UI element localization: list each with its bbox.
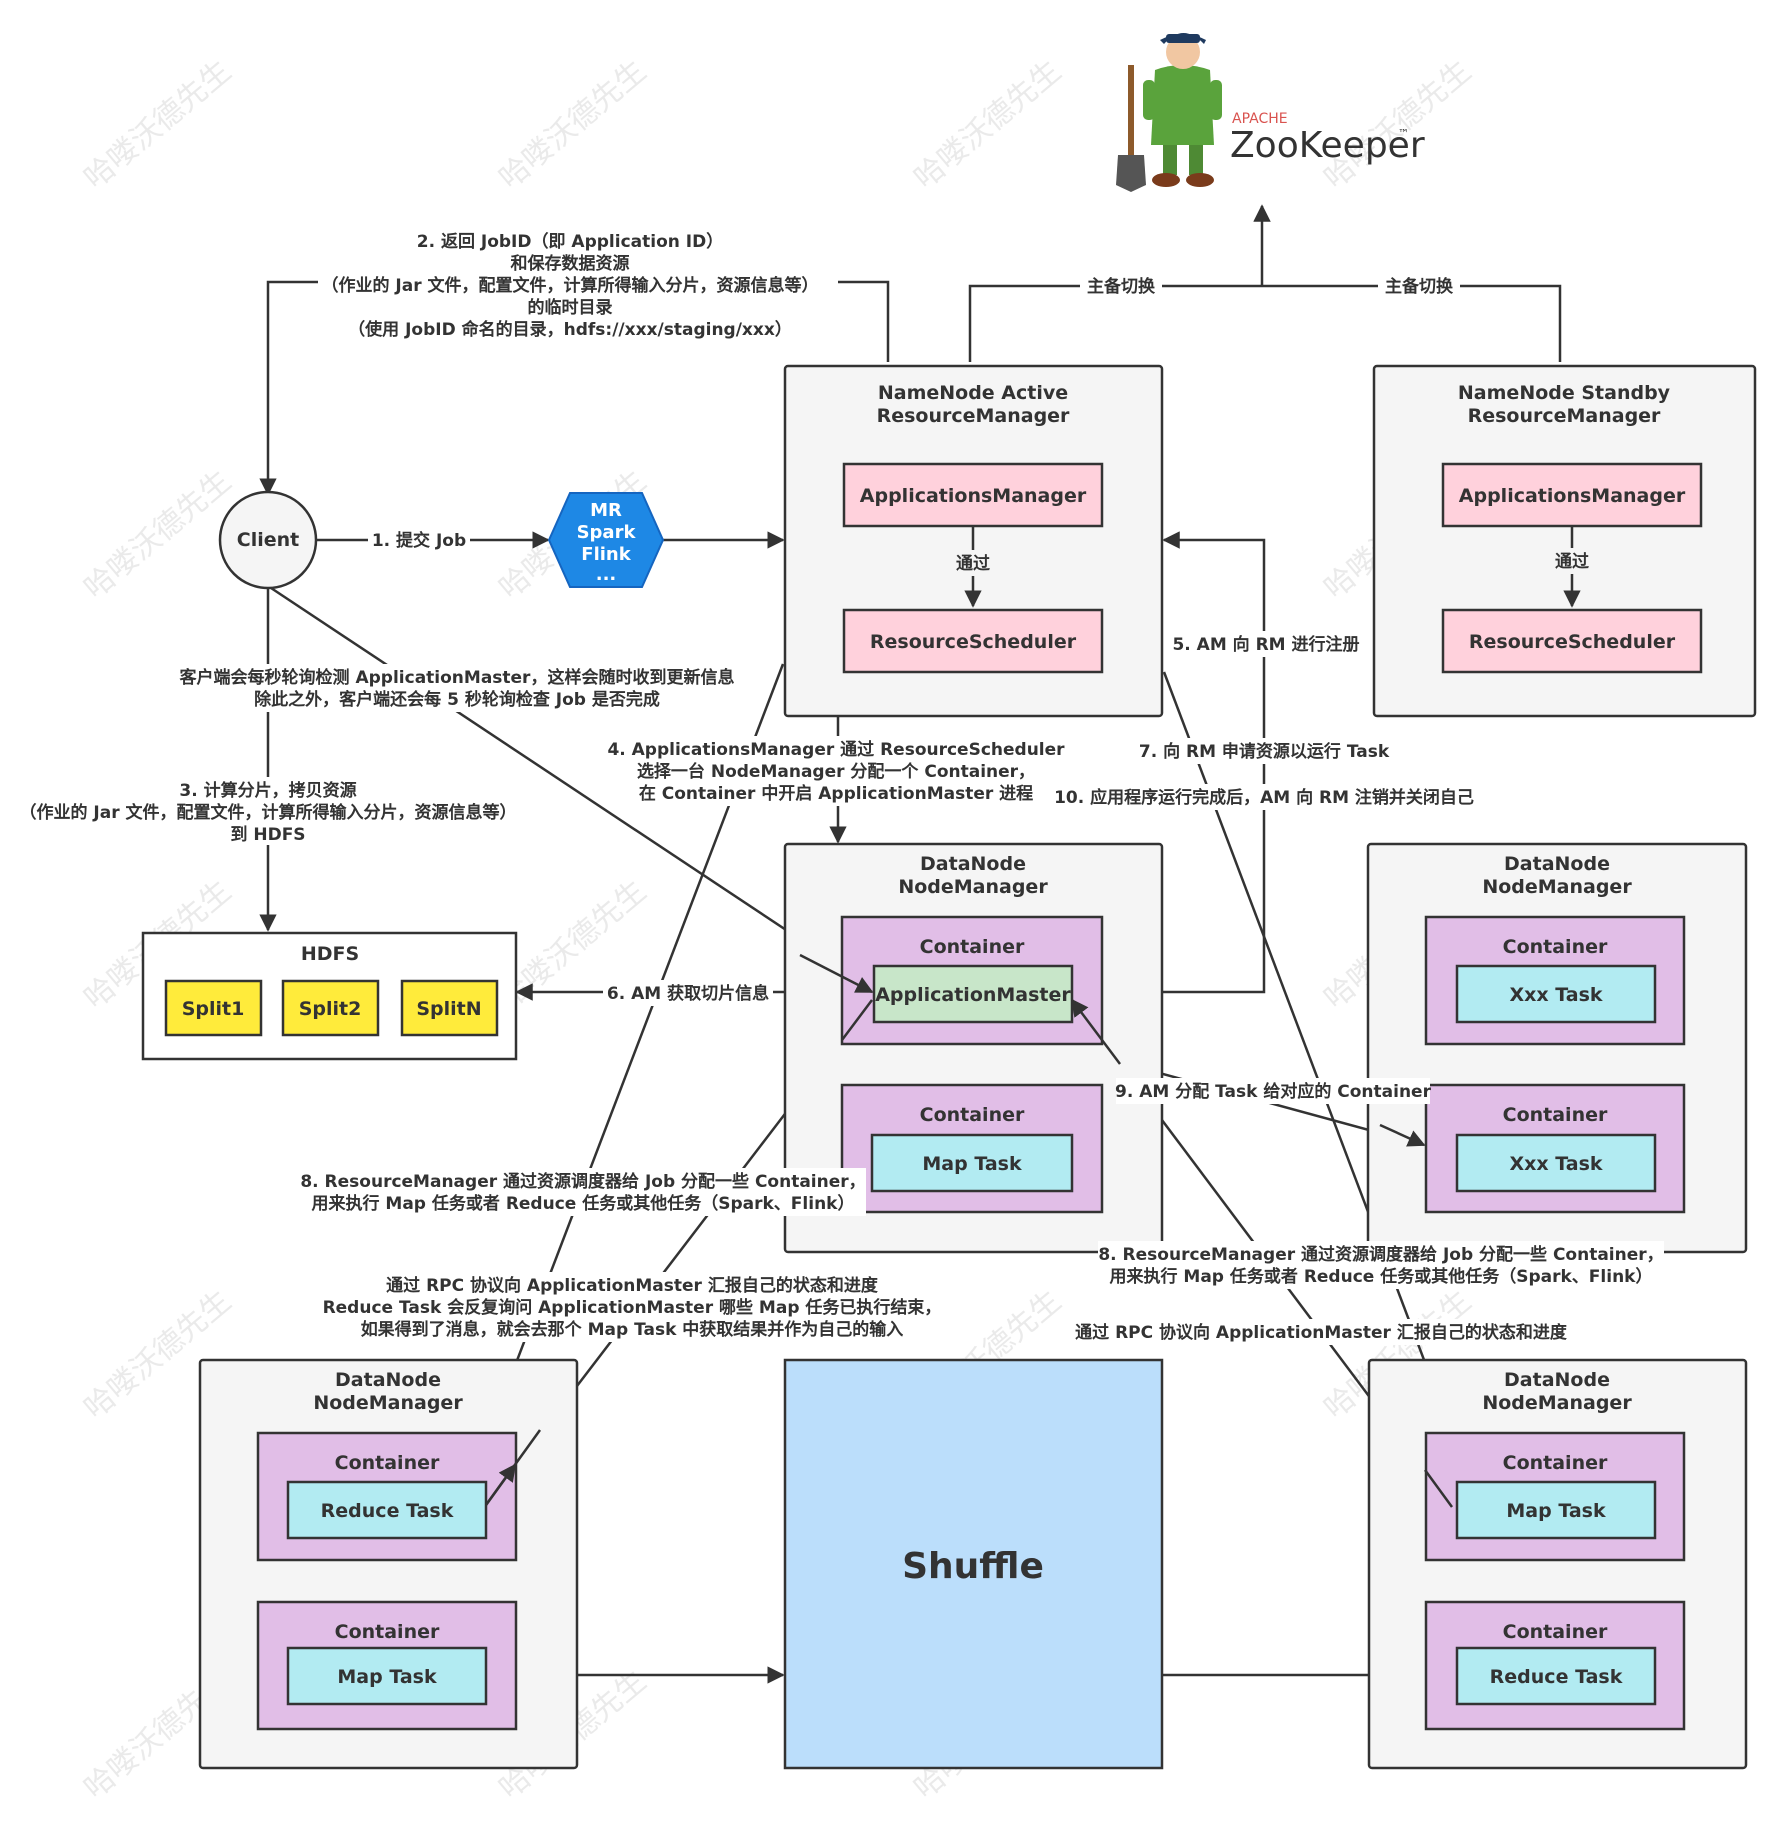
step8-left-line2: 用来执行 Map 任务或者 Reduce 任务或其他任务（Spark、Flink… xyxy=(312,1193,855,1214)
datanode-bottom-left: DataNode NodeManager Container Reduce Ta… xyxy=(198,1358,579,1770)
step8-left-line1: 8. ResourceManager 通过资源调度器给 Job 分配一些 Con… xyxy=(300,1171,865,1192)
client-label: Client xyxy=(237,529,299,551)
datanode-bottom-right-title: DataNode xyxy=(1504,1369,1610,1391)
applications-manager-label: ApplicationsManager xyxy=(860,485,1087,507)
rpc-right-label: 通过 RPC 协议向 ApplicationMaster 汇报自己的状态和进度 xyxy=(1075,1322,1568,1343)
step2-line3: （作业的 Jar 文件，配置文件，计算所得输入分片，资源信息等） xyxy=(321,275,818,296)
namenode-standby: NameNode Standby ResourceManager Applica… xyxy=(1372,364,1757,718)
split2-label: Split2 xyxy=(299,998,362,1020)
bottom-left-reduce-task-label: Reduce Task xyxy=(321,1500,454,1522)
watermark: 哈喽沃德先生 xyxy=(908,54,1068,197)
namenode-standby-subtitle: ResourceManager xyxy=(1468,405,1661,427)
step7-label: 7. 向 RM 申请资源以运行 Task xyxy=(1139,741,1390,762)
step2-line4: 的临时目录 xyxy=(528,297,613,318)
hdfs-node: HDFS Split1 Split2 SplitN xyxy=(141,931,518,1061)
step1-label: 1. 提交 Job xyxy=(372,530,466,551)
namenode-standby-title: NameNode Standby xyxy=(1458,382,1671,404)
datanode-bottom-right: DataNode NodeManager Container Map Task … xyxy=(1367,1358,1748,1770)
step2-line5: （使用 JobID 命名的目录，hdfs://xxx/staging/xxx） xyxy=(348,319,792,340)
poll-line2: 除此之外，客户端还会每 5 秒轮询检查 Job 是否完成 xyxy=(254,689,660,710)
edge-step5 xyxy=(1070,531,1266,994)
step4-line3: 在 Container 中开启 ApplicationMaster 进程 xyxy=(639,783,1033,804)
datanode-center-title: DataNode xyxy=(920,853,1026,875)
bottom-left-container1-label: Container xyxy=(335,1452,440,1474)
datanode-right-mid-subtitle: NodeManager xyxy=(1482,876,1632,898)
datanode-center-subtitle: NodeManager xyxy=(898,876,1048,898)
edge-poll xyxy=(267,584,874,989)
step8-right-line2: 用来执行 Map 任务或者 Reduce 任务或其他任务（Spark、Flink… xyxy=(1110,1266,1653,1287)
framework-more: ... xyxy=(596,564,617,585)
watermark: 哈喽沃德先生 xyxy=(78,464,238,607)
step2-line1: 2. 返回 JobID（即 Application ID） xyxy=(417,231,723,252)
rpc-left-line1: 通过 RPC 协议向 ApplicationMaster 汇报自己的状态和进度 xyxy=(386,1275,879,1296)
hdfs-title: HDFS xyxy=(301,943,359,965)
step4-line2: 选择一台 NodeManager 分配一个 Container， xyxy=(637,761,1035,782)
datanode-center: DataNode NodeManager Container Applicati… xyxy=(783,842,1164,1254)
shuffle-label: Shuffle xyxy=(902,1546,1044,1587)
via-label: 通过 xyxy=(956,554,990,574)
center-map-task-label: Map Task xyxy=(922,1153,1022,1175)
standby-via-label: 通过 xyxy=(1555,552,1589,572)
resource-scheduler-label: ResourceScheduler xyxy=(870,631,1077,653)
zookeeper-logo: APACHE ZooKeeper ™ xyxy=(1116,33,1425,192)
splitn-label: SplitN xyxy=(416,998,481,1020)
zookeeper-name: ZooKeeper xyxy=(1230,125,1425,166)
datanode-bottom-left-title: DataNode xyxy=(335,1369,441,1391)
step6-label: 6. AM 获取切片信息 xyxy=(607,983,769,1004)
framework-mr: MR xyxy=(590,500,622,521)
frameworks-node: MR Spark Flink ... xyxy=(547,492,665,588)
center-container2-label: Container xyxy=(920,1104,1025,1126)
edge-labels: 2. 返回 JobID（即 Application ID） 和保存数据资源 （作… xyxy=(12,228,1664,1345)
watermark: 哈喽沃德先生 xyxy=(493,54,653,197)
bottom-left-container2-label: Container xyxy=(335,1621,440,1643)
step3-line3: 到 HDFS xyxy=(230,825,305,845)
datanode-right-mid-title: DataNode xyxy=(1504,853,1610,875)
client-node: Client xyxy=(218,490,318,590)
overlay-edges xyxy=(484,953,1454,1508)
right-mid-container2-label: Container xyxy=(1503,1104,1608,1126)
bottom-right-container2-label: Container xyxy=(1503,1621,1608,1643)
right-mid-container1-label: Container xyxy=(1503,936,1608,958)
step3-line2: （作业的 Jar 文件，配置文件，计算所得输入分片，资源信息等） xyxy=(19,802,516,823)
namenode-active-title: NameNode Active xyxy=(878,382,1068,404)
zookeeper-mascot-icon xyxy=(1116,33,1222,192)
standby-applications-manager-label: ApplicationsManager xyxy=(1459,485,1686,507)
application-master-label: ApplicationMaster xyxy=(875,984,1071,1006)
bottom-right-reduce-task-label: Reduce Task xyxy=(1490,1666,1623,1688)
poll-line1: 客户端会每秒轮询检测 ApplicationMaster，这样会随时收到更新信息 xyxy=(179,667,735,688)
datanode-bottom-right-subtitle: NodeManager xyxy=(1482,1392,1632,1414)
step5-label: 5. AM 向 RM 进行注册 xyxy=(1172,634,1359,655)
datanode-bottom-left-subtitle: NodeManager xyxy=(313,1392,463,1414)
standby-resource-scheduler-label: ResourceScheduler xyxy=(1469,631,1676,653)
bottom-right-container1-label: Container xyxy=(1503,1452,1608,1474)
step10-label: 10. 应用程序运行完成后，AM 向 RM 注销并关闭自己 xyxy=(1054,787,1474,808)
zookeeper-trademark: ™ xyxy=(1398,127,1409,140)
datanode-right-mid: DataNode NodeManager Container Xxx Task … xyxy=(1366,842,1748,1254)
shuffle-node: Shuffle xyxy=(783,1358,1164,1770)
namenode-active: NameNode Active ResourceManager Applicat… xyxy=(783,364,1164,718)
namenode-active-subtitle: ResourceManager xyxy=(877,405,1070,427)
center-container1-label: Container xyxy=(920,936,1025,958)
bottom-left-map-task-label: Map Task xyxy=(337,1666,437,1688)
right-mid-task1-label: Xxx Task xyxy=(1509,984,1602,1006)
switch-right-label: 主备切换 xyxy=(1385,276,1454,297)
zookeeper-apache-label: APACHE xyxy=(1232,111,1288,127)
step9-label: 9. AM 分配 Task 给对应的 Container xyxy=(1115,1081,1432,1102)
step8-right-line1: 8. ResourceManager 通过资源调度器给 Job 分配一些 Con… xyxy=(1098,1244,1663,1265)
right-mid-task2-label: Xxx Task xyxy=(1509,1153,1602,1175)
watermark: 哈喽沃德先生 xyxy=(78,54,238,197)
bottom-right-map-task-label: Map Task xyxy=(1506,1500,1606,1522)
step4-line1: 4. ApplicationsManager 通过 ResourceSchedu… xyxy=(607,740,1065,760)
framework-flink: Flink xyxy=(581,544,631,565)
step3-line1: 3. 计算分片，拷贝资源 xyxy=(179,780,356,801)
step2-line2: 和保存数据资源 xyxy=(511,253,630,274)
split1-label: Split1 xyxy=(182,998,245,1020)
rpc-left-line3: 如果得到了消息，就会去那个 Map Task 中获取结果并作为自己的输入 xyxy=(361,1319,904,1340)
rpc-left-line2: Reduce Task 会反复询问 ApplicationMaster 哪些 M… xyxy=(323,1297,942,1318)
switch-edge xyxy=(968,284,1562,362)
framework-spark: Spark xyxy=(577,522,637,543)
switch-left-label: 主备切换 xyxy=(1087,276,1156,297)
